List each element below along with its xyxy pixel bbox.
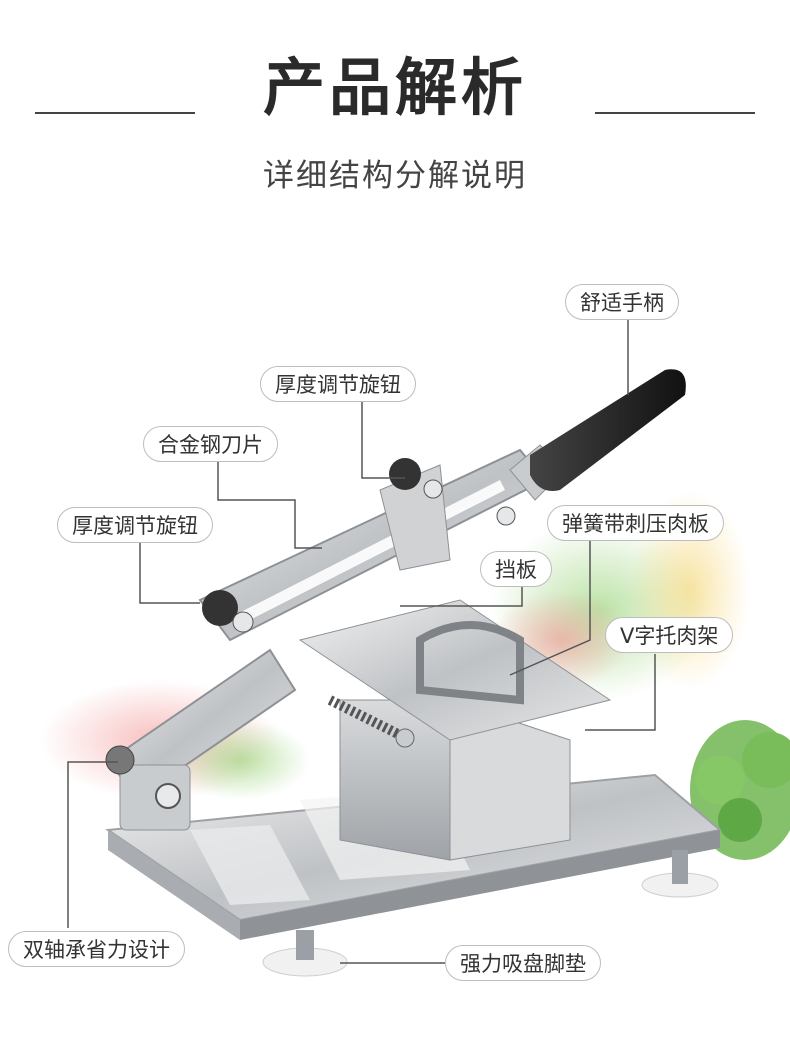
title-rule-right [595,112,755,114]
thickness-knob-left-icon [202,590,238,626]
callout-thickness-knob-top: 厚度调节旋钮 [260,366,416,402]
callout-handle: 舒适手柄 [565,284,679,320]
callout-dual-axis: 双轴承省力设计 [8,931,185,967]
thickness-knob-top-icon [389,458,421,490]
dual-bearing-hinge [119,764,191,831]
callout-suction-feet: 强力吸盘脚垫 [445,945,601,981]
callout-spring-plate: 弹簧带刺压肉板 [547,505,724,541]
page-subtitle: 详细结构分解说明 [263,158,527,194]
callout-v-rack: V字托肉架 [605,617,734,653]
callout-blade: 合金钢刀片 [143,426,278,462]
page-title: 产品解析 [262,51,527,124]
baffle-plate [298,599,612,741]
callout-thickness-knob-left: 厚度调节旋钮 [57,507,213,543]
handle-grip [530,369,686,491]
spring-press-plate [416,621,524,705]
title-rule-left [35,112,195,114]
callout-baffle: 挡板 [480,551,552,587]
spring-coil [327,695,403,740]
